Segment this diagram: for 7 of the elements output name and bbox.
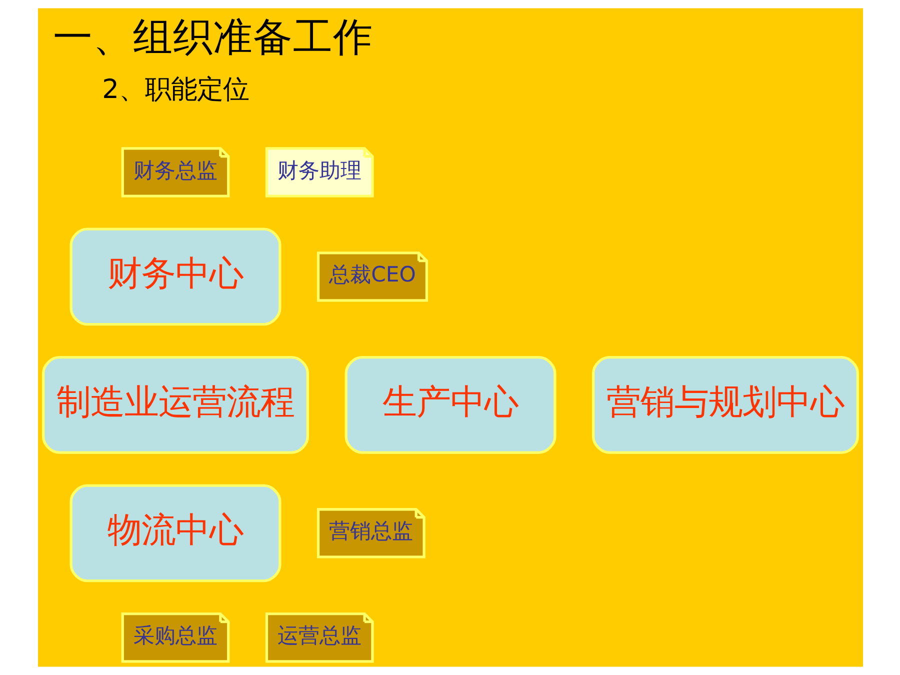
diagram-title: 一、组织准备工作 xyxy=(52,14,373,61)
label: 2、职能定位 xyxy=(102,74,248,106)
node-box: 生产中心 xyxy=(344,356,556,454)
node-box: 制造业运营流程 xyxy=(41,356,309,454)
node-box: 财务中心 xyxy=(69,228,281,326)
node-box: 物流中心 xyxy=(69,484,281,582)
node-box: 营销与规划中心 xyxy=(591,356,859,454)
